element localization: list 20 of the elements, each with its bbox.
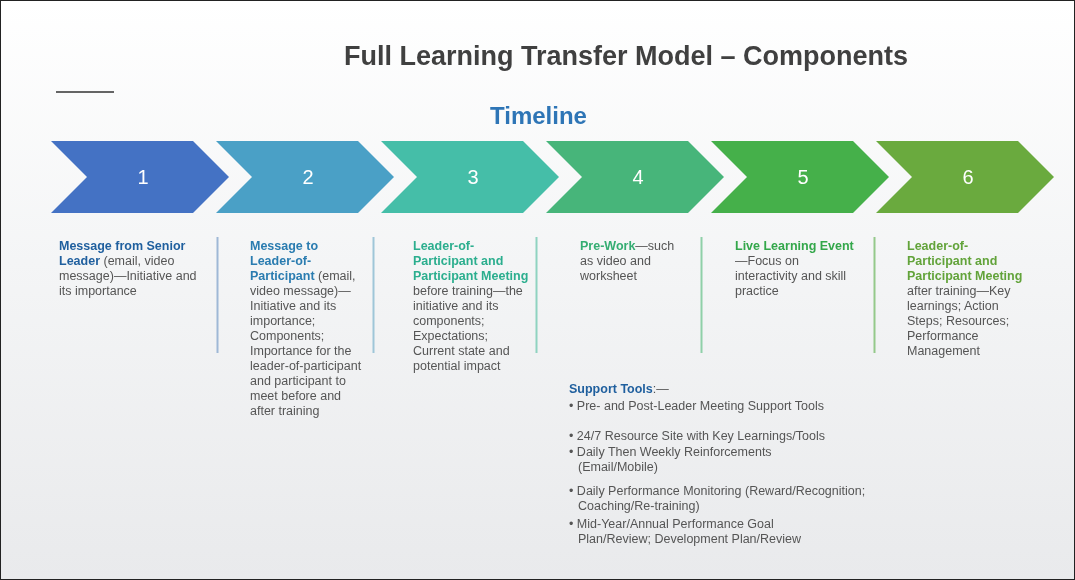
title: Full Learning Transfer Model – Components [342, 41, 910, 72]
step-description: Leader-of-Participant and Participant Meeting before training—the initiative and its components; Expectations; Current state and potential impact [413, 239, 530, 374]
step-description: Message to Leader-of-Participant (email, video message)—Initiative and its importance; Components; Importance for the leader-of-participant and participant to meet before and after training [250, 239, 362, 419]
heading: Timeline [489, 101, 588, 131]
step-number: 4 [632, 165, 644, 189]
step-number: 5 [797, 165, 809, 189]
step-number: 1 [137, 165, 149, 189]
step-number: 6 [962, 165, 974, 189]
step-number: 3 [467, 165, 479, 189]
step-description: Pre-Work—such as video and worksheet [580, 239, 676, 284]
step-description: Live Learning Event—Focus on interactivity and skill practice [735, 239, 855, 299]
bullet-item: • Mid-Year/Annual Performance Goal Plan/Review; Development Plan/Review [569, 517, 803, 547]
bullet-item: • Pre- and Post-Leader Meeting Support Tools [569, 399, 825, 414]
section-heading: Support Tools:— [569, 382, 670, 397]
step-description: Leader-of-Participant and Participant Meeting after training—Key learnings; Action Steps; Resources; Performance Management [907, 239, 1024, 359]
bullet-item: • Daily Then Weekly Reinforcements (Email/Mobile) [569, 445, 773, 475]
step-number: 2 [302, 165, 314, 189]
bullet-item: • Daily Performance Monitoring (Reward/Recognition; Coaching/Re-training) [569, 484, 867, 514]
bullet-item: • 24/7 Resource Site with Key Learnings/Tools [569, 429, 826, 444]
step-description: Message from Senior Leader (email, video message)—Initiative and its importance [59, 239, 198, 299]
